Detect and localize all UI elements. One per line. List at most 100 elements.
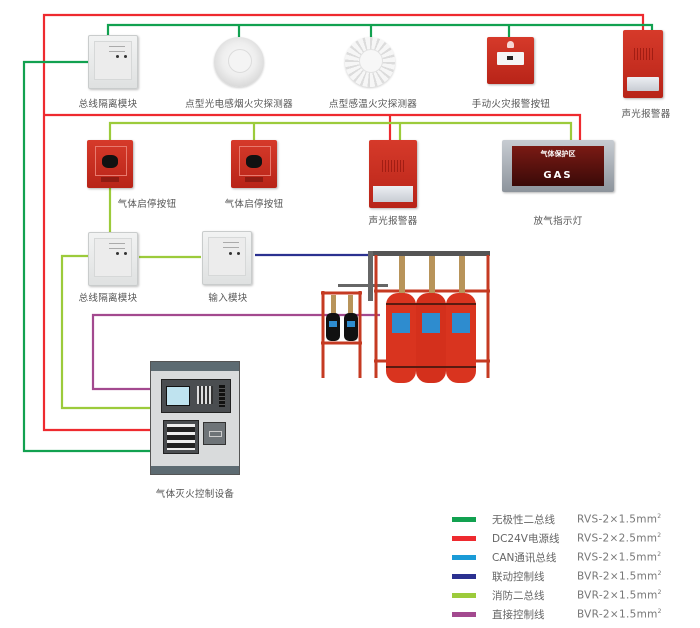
module-faceplate	[208, 237, 246, 276]
legend-item: 无极性二总线 RVS-2×1.5mm2	[452, 510, 692, 529]
wire-direct-control	[91, 313, 380, 391]
button-switches	[245, 177, 263, 182]
wire-fire-bus	[60, 254, 150, 410]
printer-slot	[209, 431, 222, 437]
legend-spec-text: RVS-2×1.5mm	[577, 513, 658, 526]
keypad	[197, 386, 213, 404]
cylinder-valves	[331, 256, 465, 315]
gas-start-stop-2-label: 气体启停按钮	[224, 199, 284, 210]
strobe-lens	[627, 77, 659, 91]
printer-module	[203, 422, 226, 445]
rack-frame	[374, 255, 490, 378]
detector-core	[359, 49, 383, 73]
bus-isolator-top-label: 总线隔离模块	[78, 99, 138, 110]
gas-extinguishing-controller[interactable]	[150, 361, 240, 475]
legend-name: 联动控制线	[492, 571, 545, 583]
legend-spec: BVR-2×1.5mm2	[577, 608, 662, 621]
controller-label: 气体灭火控制设备	[155, 489, 235, 500]
legend-item: CAN通讯总线 RVS-2×1.5mm2	[452, 548, 692, 567]
fire-symbol	[507, 41, 514, 48]
legend-spec: RVS-2×2.5mm2	[577, 532, 661, 545]
control-panel-upper	[161, 379, 231, 413]
pilot-rack-frame	[321, 291, 362, 378]
detector-core	[228, 49, 252, 73]
legend-spec-text: RVS-2×1.5mm	[577, 551, 658, 564]
indicator-title: 气体保护区	[540, 150, 576, 158]
legend-name: CAN通讯总线	[492, 552, 557, 564]
legend-spec-sup: 2	[657, 570, 662, 578]
legend-swatch	[452, 612, 476, 617]
wire-nonpolar-bus	[22, 60, 150, 453]
legend-swatch	[452, 555, 476, 560]
legend-spec-sup: 2	[657, 551, 662, 559]
smoke-detector-icon[interactable]	[214, 37, 264, 87]
bus-isolator-mid-label: 总线隔离模块	[78, 293, 138, 304]
indicator-gas-text: GAS	[543, 170, 573, 181]
legend-spec: BVR-2×1.5mm2	[577, 589, 662, 602]
legend-item: 直接控制线 BVR-2×1.5mm2	[452, 605, 692, 624]
indicator-led	[124, 55, 127, 58]
module-faceplate	[94, 41, 132, 80]
legend-spec-text: BVR-2×1.5mm	[577, 570, 658, 583]
speaker-grille	[382, 160, 404, 172]
manifold-pipe-vertical	[368, 251, 373, 301]
indicator-panel	[512, 146, 604, 186]
heat-detector-icon[interactable]	[345, 37, 395, 87]
sounder-strobe-top-label: 声光报警器	[621, 109, 671, 120]
legend-swatch	[452, 574, 476, 579]
legend-spec: RVS-2×1.5mm2	[577, 551, 661, 564]
bus-isolator-module-mid[interactable]	[88, 232, 138, 286]
button-window	[95, 146, 127, 176]
legend-swatch	[452, 517, 476, 522]
legend-spec-sup: 2	[657, 532, 662, 540]
legend-spec-text: RVS-2×2.5mm	[577, 532, 658, 545]
sounder-strobe-mid-icon[interactable]	[369, 140, 417, 208]
legend-spec: RVS-2×1.5mm2	[577, 513, 661, 526]
wire-nonpolar-bus-top	[106, 23, 654, 35]
speaker-grille	[634, 48, 654, 60]
legend-name: 无极性二总线	[492, 514, 555, 526]
legend-item: 联动控制线 BVR-2×1.5mm2	[452, 567, 692, 586]
gas-release-indicator-icon[interactable]: 气体保护区 GAS	[502, 140, 614, 192]
legend-name: DC24V电源线	[492, 533, 560, 545]
indicator-column	[219, 385, 225, 407]
indicator-led	[116, 252, 119, 255]
strobe-lens	[373, 186, 413, 202]
legend-swatch	[452, 593, 476, 598]
legend-spec-sup: 2	[657, 589, 662, 597]
pilot-pipe	[338, 284, 388, 287]
input-module-icon[interactable]	[202, 231, 252, 285]
module-label-plate	[109, 243, 125, 249]
module-faceplate	[94, 238, 132, 277]
wire-fire-bus-top	[108, 121, 573, 140]
control-panel-lower	[163, 420, 199, 454]
button-display	[102, 155, 118, 168]
gas-start-stop-1-label: 气体启停按钮	[117, 199, 177, 210]
bus-isolator-module-top[interactable]	[88, 35, 138, 89]
call-point-button	[507, 56, 513, 60]
legend-spec-sup: 2	[657, 608, 662, 616]
module-label-plate	[223, 242, 239, 248]
indicator-led	[124, 252, 127, 255]
lcd-screen	[166, 386, 190, 406]
gas-cylinder-rack-icon[interactable]	[318, 243, 498, 385]
input-module-label: 输入模块	[208, 293, 248, 304]
legend-spec-text: BVR-2×1.5mm	[577, 589, 658, 602]
legend-swatch	[452, 536, 476, 541]
sounder-strobe-top-icon[interactable]	[623, 30, 663, 98]
smoke-detector-label: 点型光电感烟火灾探测器	[185, 99, 293, 110]
manual-call-point-icon[interactable]	[487, 37, 534, 84]
sounder-strobe-mid-label: 声光报警器	[368, 216, 418, 227]
manual-call-point-label: 手动火灾报警按钮	[471, 99, 551, 110]
gas-start-stop-button-2[interactable]	[231, 140, 277, 188]
legend-name: 直接控制线	[492, 609, 545, 621]
gas-start-stop-button-1[interactable]	[87, 140, 133, 188]
heat-detector-label: 点型感温火灾探测器	[328, 99, 418, 110]
legend-spec: BVR-2×1.5mm2	[577, 570, 662, 583]
legend-spec-text: BVR-2×1.5mm	[577, 608, 658, 621]
legend-item: DC24V电源线 RVS-2×2.5mm2	[452, 529, 692, 548]
gas-release-indicator-label: 放气指示灯	[533, 216, 583, 227]
